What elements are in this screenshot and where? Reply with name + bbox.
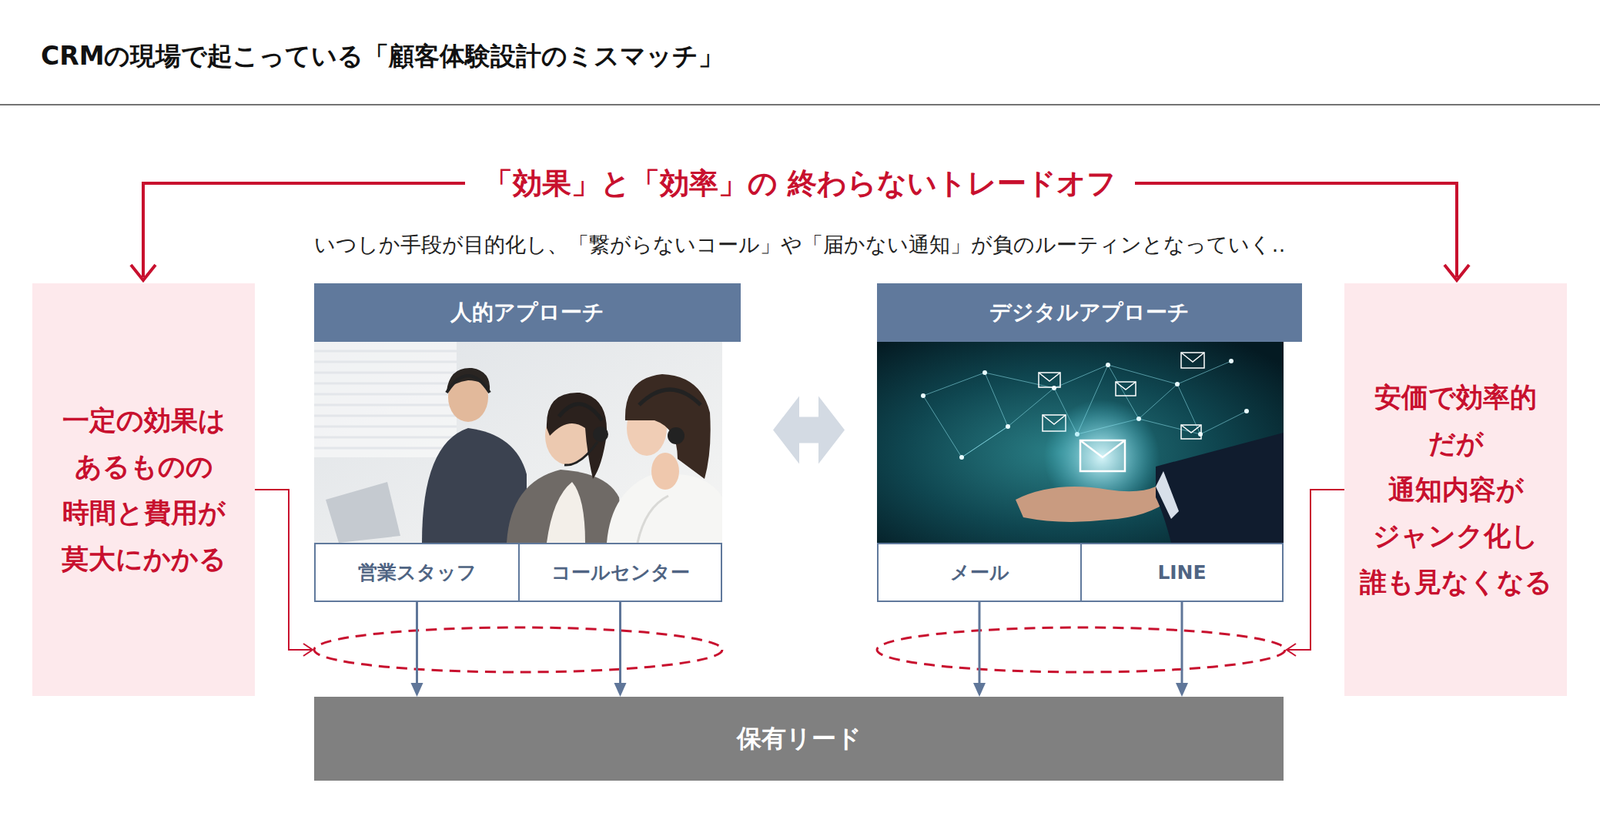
connector [773, 395, 845, 464]
connector [1175, 602, 1189, 697]
bar-label: 保有リード [736, 722, 862, 757]
note-text: いつしか手段が目的化し、「繋がらないコール」や「届かない通知」が負のルーティンと… [309, 230, 1290, 259]
cell-label: メール [950, 559, 1010, 586]
network-dot [1105, 362, 1111, 368]
double-arrow [773, 395, 845, 464]
network-dot [1228, 358, 1234, 364]
tradeoff-heading: 「効果」と「効率」の 終わらないトレードオフ [465, 164, 1135, 202]
pink-label: 一定の効果は あるものの 時間と費用が 莫大にかかる [61, 397, 227, 583]
connector [614, 602, 627, 697]
arrowhead [614, 682, 627, 697]
sleeve [1155, 432, 1284, 543]
envelope [1181, 352, 1205, 369]
network-dot [1198, 431, 1203, 437]
window [314, 341, 457, 458]
digital-photo [876, 341, 1284, 543]
leader-line [254, 489, 312, 650]
connector [411, 602, 424, 697]
envelope [1115, 381, 1136, 396]
envelope-flap [1181, 352, 1205, 362]
leader-arrowhead [1286, 643, 1296, 657]
network-dot [1051, 385, 1057, 391]
headset [639, 389, 701, 406]
blouse [546, 482, 586, 543]
main-envelope [1080, 440, 1125, 472]
photo-background [314, 341, 723, 543]
connector-line [619, 602, 622, 683]
bracket-arrowhead [1444, 264, 1470, 281]
headset [558, 404, 603, 421]
title-rule [0, 103, 1600, 106]
headset [446, 375, 490, 393]
envelope-flap [1181, 425, 1202, 433]
page-title: CRMの現場で起こっている「顧客体験設計のミスマッチ」 [40, 39, 724, 74]
dashed-ellipse [876, 627, 1286, 673]
envelope [1181, 425, 1202, 439]
bracket-arrowhead [130, 264, 156, 281]
headset-mic [564, 441, 598, 466]
hand [1015, 486, 1172, 523]
panel-label: デジタルアプローチ [876, 283, 1303, 342]
connector-line [415, 602, 419, 683]
envelope [1038, 372, 1061, 388]
arrowhead [411, 682, 424, 697]
connector-line [1181, 602, 1184, 683]
callout-box: 安価で効率的 だが 通知内容が ジャンク化し 誰も見なくなる [1344, 283, 1567, 697]
approach-panel: デジタルアプローチメール LINE [876, 283, 1303, 603]
window-blinds [314, 351, 457, 449]
label-row: 「効果」と「効率」の 終わらないトレードオフ [0, 164, 1600, 202]
photo-background [876, 341, 1284, 543]
panel-label: 人的アプローチ [314, 283, 741, 342]
network-dot [1244, 408, 1249, 414]
dashed-ellipse [314, 627, 723, 673]
network-dot [1005, 424, 1011, 429]
connector [973, 602, 986, 697]
channel-cell: 営業スタッフ [314, 542, 520, 603]
leader-arrowhead [303, 643, 313, 657]
network-dot [1174, 381, 1180, 387]
person-body [506, 469, 624, 543]
call-center-photo [314, 341, 723, 543]
channel-cell: LINE [1080, 542, 1284, 603]
leader-line [1288, 489, 1345, 650]
network-dot [982, 370, 988, 375]
network-dot [959, 455, 965, 460]
channel-cell: コールセンター [518, 542, 723, 603]
connector-line [978, 602, 981, 683]
channel-cell: メール [876, 542, 1082, 603]
approach-panel: 人的アプローチ営業スタッフ コールセンター [314, 283, 741, 603]
cell-label: コールセンター [551, 559, 690, 586]
headset-earpiece [667, 427, 685, 445]
person-hair [446, 368, 490, 392]
arrowhead [973, 682, 986, 697]
envelope-flap [1038, 372, 1061, 382]
network-dot [920, 393, 926, 399]
callout-box: 一定の効果は あるものの 時間と費用が 莫大にかかる [32, 283, 255, 697]
arrowhead [1175, 682, 1189, 697]
hand [651, 452, 680, 490]
lead-bar: 保有リード [314, 696, 1284, 781]
cell-label: 営業スタッフ [358, 559, 477, 586]
laptop [325, 482, 401, 543]
label-row: いつしか手段が目的化し、「繋がらないコール」や「届かない通知」が負のルーティンと… [0, 230, 1600, 259]
cell-label: LINE [1157, 561, 1206, 584]
main-envelope-flap [1080, 440, 1125, 458]
shirt-fold [637, 495, 669, 543]
headset-earpiece [592, 426, 609, 442]
pink-label: 安価で効率的 だが 通知内容が ジャンク化し 誰も見なくなる [1359, 374, 1553, 606]
shirt-cuff [1155, 471, 1179, 519]
envelope-flap [1115, 381, 1136, 390]
